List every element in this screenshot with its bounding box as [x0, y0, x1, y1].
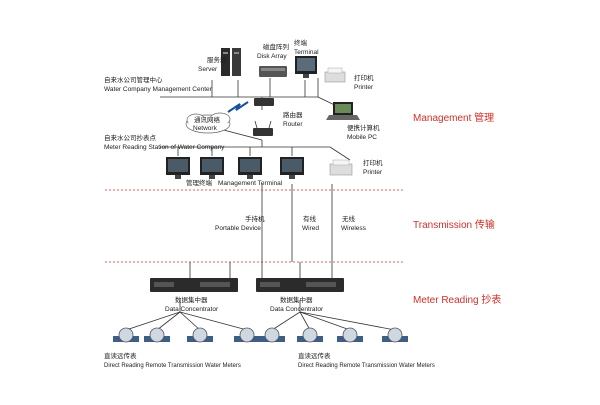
reading-station-label-cn: 自来水公司抄表点 — [104, 133, 157, 142]
data-concentrator-right-icon — [256, 278, 344, 292]
water-meter-icon — [259, 327, 285, 343]
meters-right-label-en: Direct Reading Remote Transmission Water… — [298, 363, 435, 369]
mobile-pc-label-en: Mobile PC — [347, 134, 377, 141]
water-meters — [113, 327, 408, 343]
printer-icon — [329, 159, 353, 176]
network-label-cn: 通讯网络 — [194, 115, 221, 124]
wireless-label-en: Wireless — [341, 225, 367, 232]
server-label-en: Server — [198, 66, 218, 73]
concentrator-left-label-cn: 数据集中器 — [175, 295, 208, 304]
wired-label-en: Wired — [302, 225, 319, 232]
concentrator-right-label-en: Data Concentrator — [270, 306, 324, 313]
data-concentrator-left-icon — [150, 278, 238, 292]
server-label-cn: 服务器 — [207, 55, 227, 64]
printer-bottom-label-en: Printer — [363, 169, 383, 176]
water-meter-icon — [113, 327, 139, 343]
reading-station-label-en: Meter Reading Station of Water Company — [104, 144, 225, 151]
wireless-label-cn: 无线 — [342, 214, 356, 223]
section-management: Management 管理 — [413, 111, 494, 124]
concentrator-left-label-en: Data Concentrator — [165, 306, 219, 313]
meters-left-label-en: Direct Reading Remote Transmission Water… — [104, 363, 241, 369]
disk-array-label-cn: 磁盘阵列 — [263, 42, 289, 51]
management-terminal-label-en: Management Terminal — [218, 180, 283, 187]
management-terminal-label-cn: 管理终端 — [186, 178, 213, 187]
monitor-icon — [200, 157, 224, 179]
water-meter-icon — [297, 327, 323, 343]
lightning-icon — [227, 101, 249, 113]
water-meter-icon — [187, 327, 213, 343]
server-icon — [221, 48, 241, 76]
concentrator-right-label-cn: 数据集中器 — [280, 295, 313, 304]
printer-top-label-en: Printer — [354, 84, 374, 91]
disk-array-label-en: Disk Array — [257, 53, 287, 60]
printer-bottom-label-cn: 打印机 — [363, 158, 383, 167]
portable-device-label-cn: 手持机 — [245, 214, 265, 223]
mobile-pc-label-cn: 便携计算机 — [347, 123, 380, 132]
network-cloud-icon — [185, 112, 231, 134]
monitor-icon — [166, 157, 190, 179]
management-terminal-monitors — [166, 157, 304, 179]
wired-label-cn: 有线 — [303, 214, 317, 223]
section-meter-reading: Meter Reading 抄表 — [413, 293, 501, 306]
printer-icon — [324, 67, 346, 83]
printer-top-label-cn: 打印机 — [354, 73, 374, 82]
network-label-en: Network — [193, 125, 218, 132]
monitor-icon — [280, 157, 304, 179]
portable-device-label-en: Portable Device — [215, 225, 261, 232]
terminal-label-en: Terminal — [294, 49, 319, 56]
router-label-cn: 路由器 — [283, 110, 303, 119]
meters-right-label-cn: 直读远传表 — [298, 351, 331, 360]
router-icon — [254, 98, 274, 106]
meter-bus-lines — [125, 262, 396, 331]
disk-array-icon — [259, 66, 287, 77]
section-transmission: Transmission 传输 — [413, 218, 495, 231]
water-meter-icon — [144, 327, 170, 343]
terminal-monitor-icon — [295, 56, 317, 78]
router-label-en: Router — [283, 121, 303, 128]
monitor-icon — [238, 157, 262, 179]
management-center-label-en: Water Company Management Center — [104, 86, 213, 93]
management-center-label-cn: 自来水公司管理中心 — [104, 75, 163, 84]
meters-left-label-cn: 直读远传表 — [104, 351, 137, 360]
water-meter-icon — [234, 327, 260, 343]
water-meter-icon — [382, 327, 408, 343]
water-meter-icon — [337, 327, 363, 343]
router-station-icon — [253, 120, 273, 136]
terminal-label-cn: 终端 — [294, 38, 308, 47]
laptop-icon — [326, 102, 360, 120]
